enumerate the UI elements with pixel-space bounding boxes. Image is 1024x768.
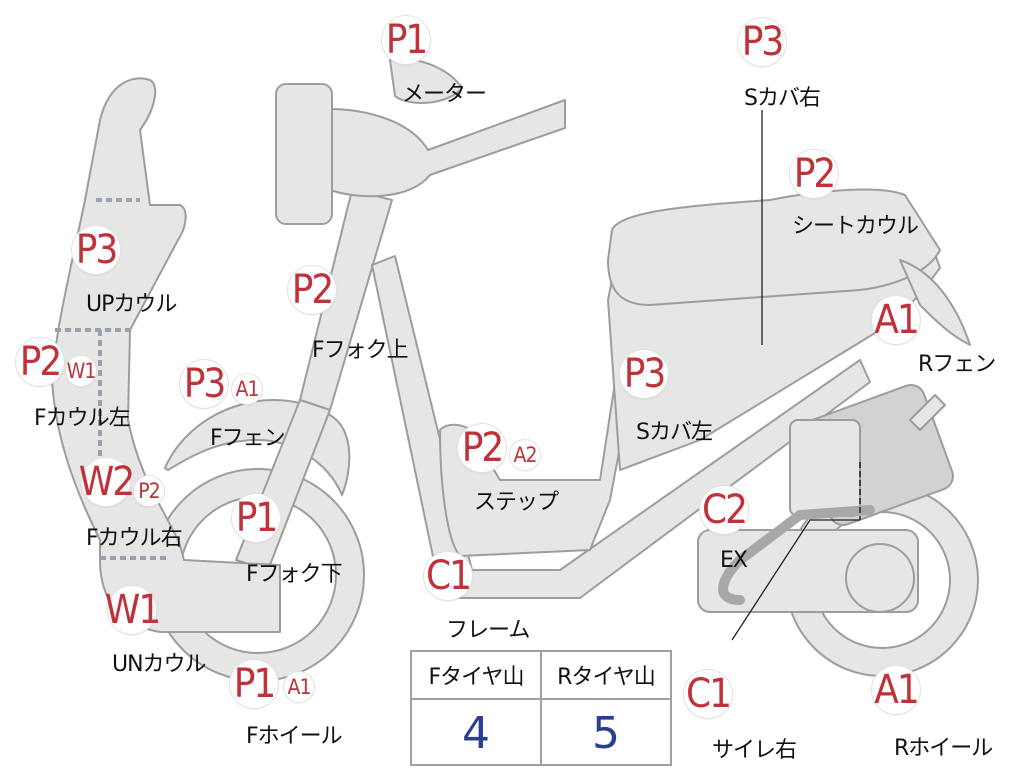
badge-un-cowl: W1 (104, 586, 161, 634)
tire-table-value-row: 4 5 (412, 700, 670, 766)
label-f-cowl-left: Fカウル左 (34, 406, 131, 431)
label-up-cowl: UPカウル (86, 292, 177, 317)
badge-step-p: P2 (458, 424, 506, 472)
label-un-cowl: UNカウル (112, 652, 207, 677)
handlebar-shape (309, 99, 566, 198)
tire-tread-table: Fタイヤ山 Rタイヤ山 4 5 (410, 650, 672, 766)
label-f-fender: Fフェン (210, 426, 286, 451)
label-frame: フレーム (446, 618, 530, 643)
badge-seat-cover-left: P3 (620, 350, 668, 398)
label-r-wheel: Rホイール (894, 736, 993, 761)
badge-ex: C2 (700, 486, 748, 534)
label-seat-cover-right: Sカバ右 (744, 86, 821, 111)
badge-muffler-right: C1 (684, 670, 732, 718)
tire-table-header-rear: Rタイヤ山 (542, 652, 670, 698)
grip-shape (275, 83, 333, 225)
step-shape (439, 339, 641, 557)
badge-frame: C1 (424, 552, 472, 600)
tire-table-value-rear: 5 (542, 700, 670, 766)
badge-seat-cowl: P2 (790, 150, 838, 198)
label-f-fork-upper: Fフォク上 (312, 338, 409, 363)
tire-table-header-row: Fタイヤ山 Rタイヤ山 (412, 652, 670, 700)
label-seat-cover-left: Sカバ左 (636, 420, 713, 445)
badge-r-wheel: A1 (872, 666, 920, 714)
label-muffler-right: サイレ右 (712, 738, 797, 763)
exhaust-pipe-shape (718, 505, 875, 605)
label-f-cowl-right: Fカウル右 (86, 526, 183, 551)
label-ex: EX (720, 548, 748, 573)
label-r-fender: Rフェン (918, 352, 996, 377)
label-step: ステップ (474, 490, 559, 515)
badge-f-cowl-right-w: W2 (78, 458, 135, 506)
label-meter: メーター (402, 82, 487, 107)
badge-f-wheel-a: A1 (284, 672, 314, 702)
label-f-fork-lower: Fフォク下 (246, 562, 343, 587)
badge-meter: P1 (382, 16, 430, 64)
badge-f-wheel-p: P1 (230, 660, 278, 708)
tire-table-value-front: 4 (412, 700, 542, 766)
badge-f-fender-p: P3 (180, 360, 228, 408)
badge-f-fork-upper: P2 (288, 266, 336, 314)
badge-r-fender: A1 (872, 296, 920, 344)
label-f-wheel: Fホイール (246, 724, 343, 749)
rear-tire-header: Rタイヤ山 (557, 665, 656, 690)
label-seat-cowl: シートカウル (792, 214, 919, 239)
tire-table-header-front: Fタイヤ山 (412, 652, 542, 698)
badge-f-cowl-right-p: P2 (134, 476, 164, 506)
badge-step-a: A2 (510, 440, 540, 470)
rear-fender-shape (899, 259, 971, 346)
badge-f-fork-lower: P1 (232, 494, 280, 542)
seat-shape (607, 188, 941, 306)
badge-f-cowl-left-w: W1 (66, 356, 96, 386)
rear-tire-value: 5 (592, 707, 620, 759)
badge-seat-cover-right: P3 (738, 18, 786, 66)
front-tire-header: Fタイヤ山 (428, 665, 525, 690)
badge-up-cowl: P3 (72, 226, 120, 274)
badge-f-fender-a: A1 (232, 374, 262, 404)
badge-f-cowl-left-p: P2 (16, 338, 64, 386)
front-tire-value: 4 (462, 707, 490, 759)
